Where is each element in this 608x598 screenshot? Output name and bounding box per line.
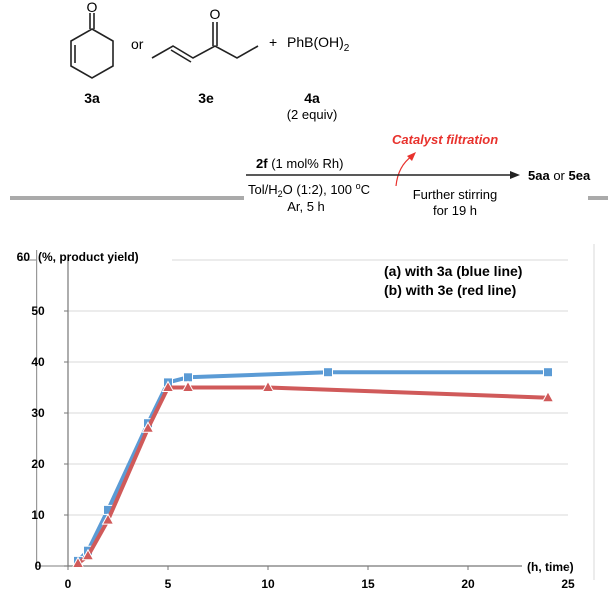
y-tick-label-20: 20 — [31, 457, 45, 471]
series-line-1 — [76, 385, 550, 566]
solvent-condition: Tol/H2O (1:2), 100 oC — [248, 181, 370, 199]
y-tick-label-30: 30 — [31, 406, 45, 420]
y-top-label: 60 — [17, 250, 31, 264]
catalyst-condition: 2f (1 mol% Rh) — [256, 156, 343, 171]
x-tick-label-10: 10 — [261, 577, 275, 591]
carbonyl-o-3a: O — [87, 0, 98, 15]
cyclohexenone-structure — [70, 13, 114, 79]
filtration-arrowhead — [407, 152, 416, 161]
series-1-point-6 — [261, 380, 275, 392]
x-tick-label-25: 25 — [561, 577, 575, 591]
series-0-point-7 — [543, 367, 553, 378]
series-1-point-3 — [141, 421, 155, 433]
chart-series — [71, 367, 555, 568]
atmosphere-condition: Ar, 5 h — [287, 199, 325, 214]
reaction-arrowhead — [510, 171, 520, 179]
separator-bar-left — [10, 196, 244, 200]
reaction-scheme: O or O + PhB(OH)2 3a 3e 4a (2 equiv) Cat… — [10, 0, 608, 218]
chart-title-line2: (b) with 3e (red line) — [384, 282, 516, 298]
x-axis-label: (h, time) — [527, 560, 574, 574]
y-axis-label: (%, product yield) — [38, 250, 139, 264]
equiv-text: (2 equiv) — [287, 107, 338, 122]
further-stirring-line1: Further stirring — [413, 187, 498, 202]
chart-frame-line-left — [36, 250, 38, 566]
plus-sign: + — [269, 34, 277, 50]
x-tick-label-15: 15 — [361, 577, 375, 591]
series-0-point-6 — [323, 367, 333, 378]
chart-title-line1: (a) with 3a (blue line) — [384, 263, 522, 279]
y-tick-label-40: 40 — [31, 355, 45, 369]
series-1-point-1 — [81, 548, 95, 561]
y-tick-label-0: 0 — [35, 559, 42, 573]
series-1-point-4 — [161, 380, 175, 392]
series-1-point-2 — [101, 513, 115, 525]
series-1-point-7 — [541, 390, 555, 403]
y-tick-label-50: 50 — [31, 304, 45, 318]
enone-structure — [151, 22, 259, 63]
series-0-point-5 — [183, 372, 193, 383]
x-tick-label-5: 5 — [165, 577, 172, 591]
reagent-formula: PhB(OH)2 — [287, 34, 350, 54]
or-text: or — [131, 36, 144, 52]
product-labels: 5aa or 5ea — [528, 168, 591, 183]
yield-time-chart: 60 (%, product yield) (a) with 3a (blue … — [17, 244, 595, 591]
x-tick-label-20: 20 — [461, 577, 475, 591]
compound-label-4a: 4a — [304, 90, 320, 106]
separator-bar-right — [588, 196, 608, 200]
y-tick-label-10: 10 — [31, 508, 45, 522]
filtration-arrow — [395, 155, 413, 187]
carbonyl-o-3e: O — [210, 6, 221, 22]
axis-ticks: 0 10 20 30 40 50 0 5 10 15 20 25 — [31, 304, 575, 591]
x-tick-label-0: 0 — [65, 577, 72, 591]
series-1-point-5 — [181, 380, 195, 392]
compound-label-3e: 3e — [198, 90, 214, 106]
series-1-point-0 — [71, 556, 85, 568]
compound-label-3a: 3a — [84, 90, 100, 106]
catalyst-filtration-label: Catalyst filtration — [392, 132, 498, 147]
further-stirring-line2: for 19 h — [433, 203, 477, 218]
series-line-0 — [76, 370, 550, 563]
